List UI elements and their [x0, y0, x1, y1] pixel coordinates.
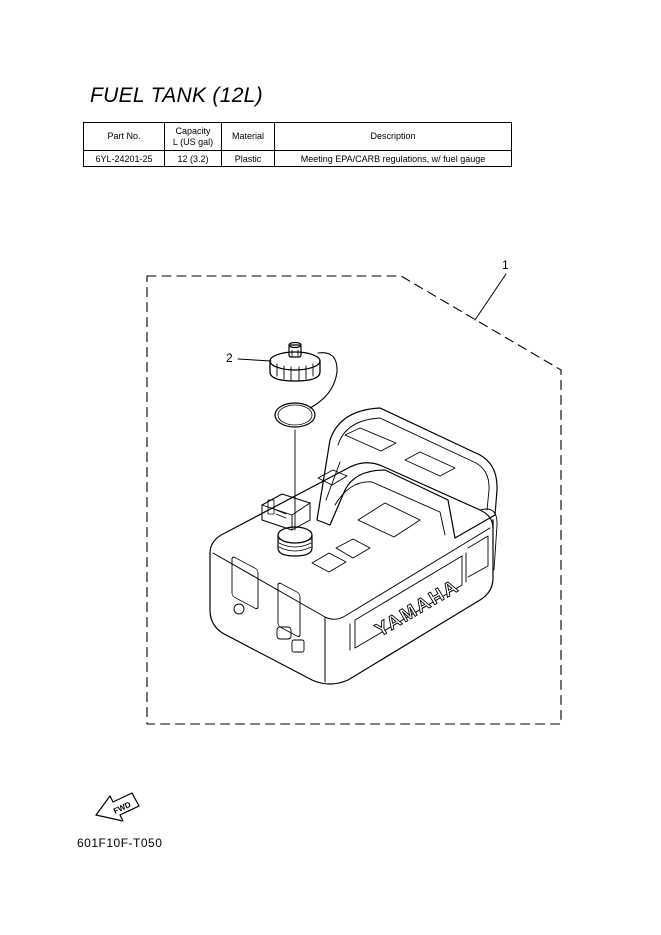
leader-line-cap: [237, 358, 272, 362]
header-capacity: Capacity L (US gal): [164, 122, 222, 151]
assembly-boundary: [146, 275, 562, 725]
table-header-row: Part No. Capacity L (US gal) Material De…: [83, 122, 512, 151]
header-capacity-line2: L (US gal): [172, 136, 214, 147]
callout-tank: 1: [502, 258, 509, 272]
header-material: Material: [221, 122, 275, 151]
page-title: FUEL TANK (12L): [90, 84, 263, 107]
cell-material: Plastic: [221, 150, 275, 167]
callout-cap: 2: [226, 351, 233, 365]
header-part-no: Part No.: [83, 122, 165, 151]
gasket-ring-icon: [274, 402, 316, 428]
fuel-tank-icon: [209, 407, 498, 685]
table-row: 6YL-24201-25 12 (3.2) Plastic Meeting EP…: [83, 150, 512, 167]
cell-part-no: 6YL-24201-25: [83, 150, 165, 167]
figure-code: 601F10F-T050: [77, 836, 163, 850]
fwd-arrow-icon: [95, 792, 140, 822]
header-capacity-line1: Capacity: [175, 125, 211, 136]
spec-table: Part No. Capacity L (US gal) Material De…: [83, 122, 512, 167]
fuel-cap-icon: [269, 341, 338, 409]
tank-brand-text: YAMAHA: [372, 576, 463, 642]
leader-line-tank: [474, 273, 507, 321]
header-description: Description: [274, 122, 512, 151]
cell-description: Meeting EPA/CARB regulations, w/ fuel ga…: [274, 150, 512, 167]
